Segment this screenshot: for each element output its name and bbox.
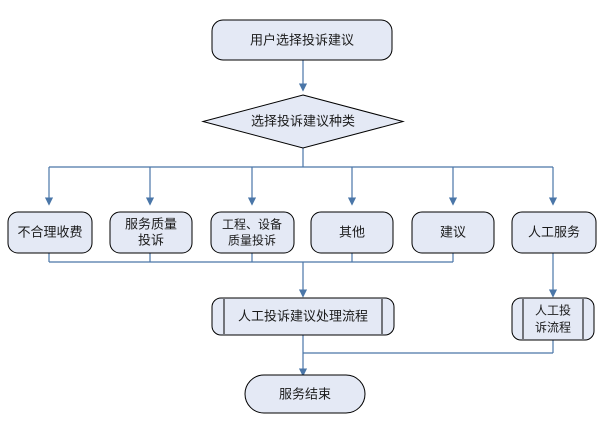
node-option-6[interactable]: 人工服务: [511, 211, 597, 254]
node-option-1[interactable]: 不合理收费: [7, 211, 93, 254]
node-option-2-label-line1: 服务质量: [125, 217, 177, 233]
node-option-1-label: 不合理收费: [17, 226, 82, 241]
node-option-6-label: 人工服务: [528, 225, 580, 241]
node-process-main[interactable]: 人工投诉建议处理流程: [211, 297, 395, 336]
node-option-4-label: 其他: [339, 226, 365, 241]
node-start-label: 用户选择投诉建议: [250, 33, 354, 49]
node-option-3[interactable]: 工程、设备 质量投诉: [210, 211, 295, 254]
node-option-4[interactable]: 其他: [310, 211, 394, 254]
node-decision-label: 选择投诉建议种类: [251, 114, 355, 130]
node-decision[interactable]: 选择投诉建议种类: [201, 94, 405, 149]
node-option-5[interactable]: 建议: [411, 211, 495, 254]
edge-decision-fanout: [44, 148, 558, 206]
node-process-manual[interactable]: 人工投 诉流程: [511, 297, 595, 341]
node-option-3-label-line2: 质量投诉: [228, 233, 276, 248]
node-option-2-label-line2: 投诉: [138, 233, 164, 249]
edge-processes-to-end: [298, 335, 554, 377]
node-process-main-label: 人工投诉建议处理流程: [238, 309, 368, 325]
edge-options-to-main-process: [48, 253, 454, 298]
node-option-2[interactable]: 服务质量 投诉: [109, 211, 193, 254]
node-process-manual-label-line2: 诉流程: [535, 320, 571, 335]
node-option-5-label: 建议: [440, 226, 466, 241]
node-start[interactable]: 用户选择投诉建议: [211, 19, 393, 61]
node-end[interactable]: 服务结束: [244, 374, 366, 414]
node-process-manual-label-line1: 人工投: [535, 303, 571, 318]
node-option-3-label-line1: 工程、设备: [222, 217, 282, 232]
node-end-label: 服务结束: [279, 387, 331, 403]
